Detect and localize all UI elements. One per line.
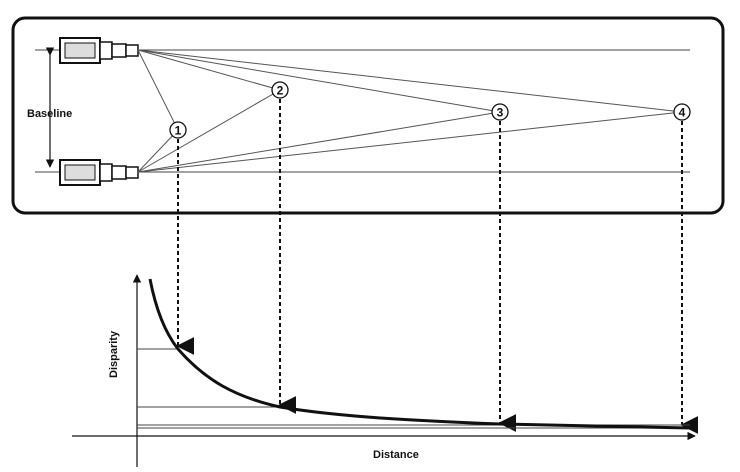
lower-camera-icon [59, 159, 139, 186]
svg-text:4: 4 [679, 106, 686, 120]
disparity-curve [148, 278, 691, 430]
point-1: 1 [169, 121, 187, 139]
projection-arrows [176, 99, 699, 434]
camera-rays [137, 49, 683, 173]
disparity-levels [137, 348, 690, 429]
point-4: 4 [673, 103, 691, 121]
x-axis-label: Distance [373, 449, 419, 461]
baseline-label: Baseline [27, 108, 72, 120]
svg-text:1: 1 [175, 124, 182, 138]
camera-panel [11, 16, 725, 215]
upper-camera-icon [59, 37, 139, 64]
y-axis-label: Disparity [108, 330, 120, 378]
svg-text:2: 2 [277, 84, 284, 98]
point-2: 2 [271, 81, 289, 99]
svg-text:3: 3 [497, 106, 504, 120]
point-3: 3 [491, 103, 509, 121]
